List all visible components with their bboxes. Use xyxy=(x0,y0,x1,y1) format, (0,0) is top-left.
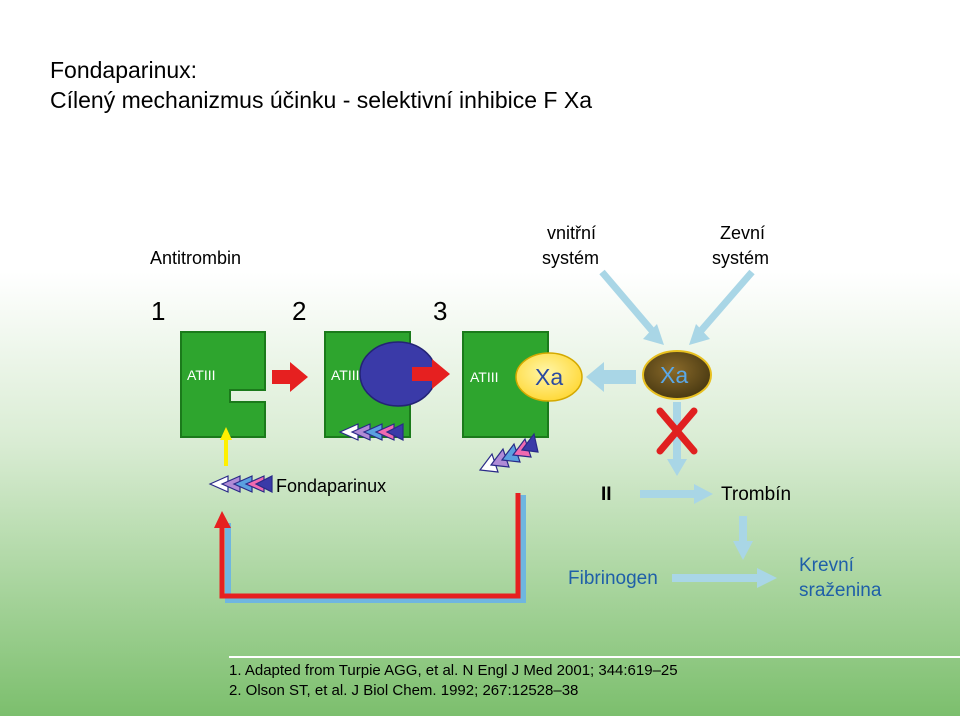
label-intrinsic-1: vnitřní xyxy=(547,223,597,243)
extrinsic-arrow-head xyxy=(689,324,710,345)
fibrinogen-arrow-head xyxy=(757,568,777,588)
label-factor-ii: II xyxy=(601,484,612,505)
label-trombin: Trombín xyxy=(721,484,792,505)
recycle-loop-arrow-head xyxy=(214,511,231,528)
label-antitrombin: Antitrombin xyxy=(150,248,242,268)
step-number-3: 3 xyxy=(433,296,448,326)
atiii-block-3 xyxy=(462,331,549,438)
xa-to-ii-arrow-head xyxy=(667,459,687,476)
label-intrinsic-2: systém xyxy=(542,248,600,268)
label-fondaparinux: Fondaparinux xyxy=(276,476,387,496)
red-arrow-2 xyxy=(412,359,450,389)
inhibition-x-icon xyxy=(656,407,698,455)
lightblue-arrow-left xyxy=(586,362,636,392)
reference-1: 1. Adapted from Turpie AGG, et al. N Eng… xyxy=(229,662,678,679)
step-number-1: 1 xyxy=(151,296,166,326)
reference-2: 2. Olson ST, et al. J Biol Chem. 1992; 2… xyxy=(229,682,579,699)
trombin-down-arrow-head xyxy=(733,541,753,560)
atiii-label-3: ATIII xyxy=(470,369,499,385)
label-fibrinogen: Fibrinogen xyxy=(568,568,658,589)
ii-to-trombin-arrow-head xyxy=(694,484,713,504)
pentasaccharide-free xyxy=(208,475,273,493)
recycle-loop xyxy=(219,493,526,603)
intrinsic-arrow-head xyxy=(643,324,664,345)
xa-label-free: Xa xyxy=(660,362,689,388)
pentasaccharide-released xyxy=(478,432,539,473)
atiii-label-2: ATIII xyxy=(331,367,360,383)
title-line-1: Fondaparinux: xyxy=(50,57,198,83)
intrinsic-arrow xyxy=(599,269,657,336)
xa-ellipse-free xyxy=(642,350,712,400)
red-arrow-1 xyxy=(272,362,308,392)
label-clot-1: Krevní xyxy=(799,555,854,576)
atiii-block-1 xyxy=(180,331,266,438)
extrinsic-arrow xyxy=(696,269,755,336)
atiii-label-1: ATIII xyxy=(187,367,216,383)
xa-label-bound: Xa xyxy=(535,364,564,390)
yellow-arrow-head xyxy=(220,427,232,440)
label-clot-2: sraženina xyxy=(799,580,882,601)
label-extrinsic-2: systém xyxy=(712,248,770,268)
step-number-2: 2 xyxy=(292,296,307,326)
xa-ellipse-bound xyxy=(515,352,583,402)
title-line-2: Cílený mechanizmus účinku - selektivní i… xyxy=(50,87,593,113)
label-extrinsic-1: Zevní xyxy=(720,223,766,243)
pentasaccharide-bound xyxy=(338,423,404,441)
